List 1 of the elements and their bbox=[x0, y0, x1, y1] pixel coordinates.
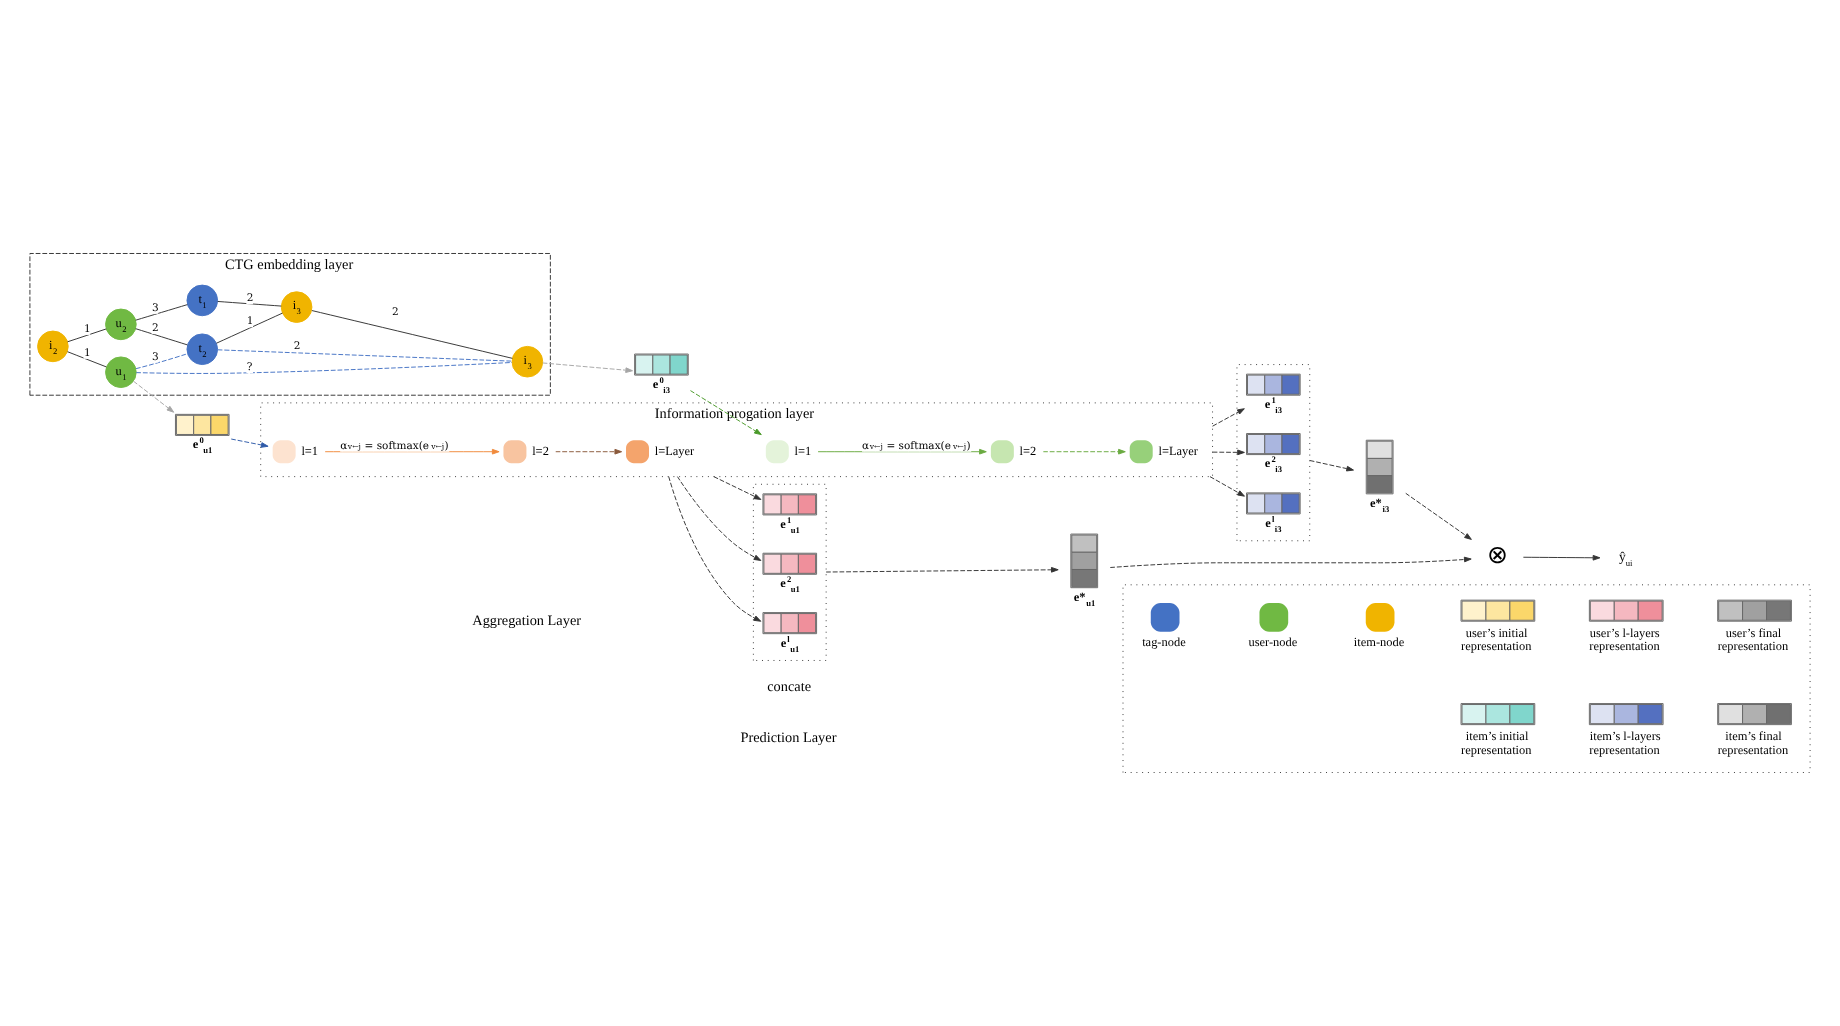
node-text: ⊗ bbox=[1486, 541, 1507, 570]
